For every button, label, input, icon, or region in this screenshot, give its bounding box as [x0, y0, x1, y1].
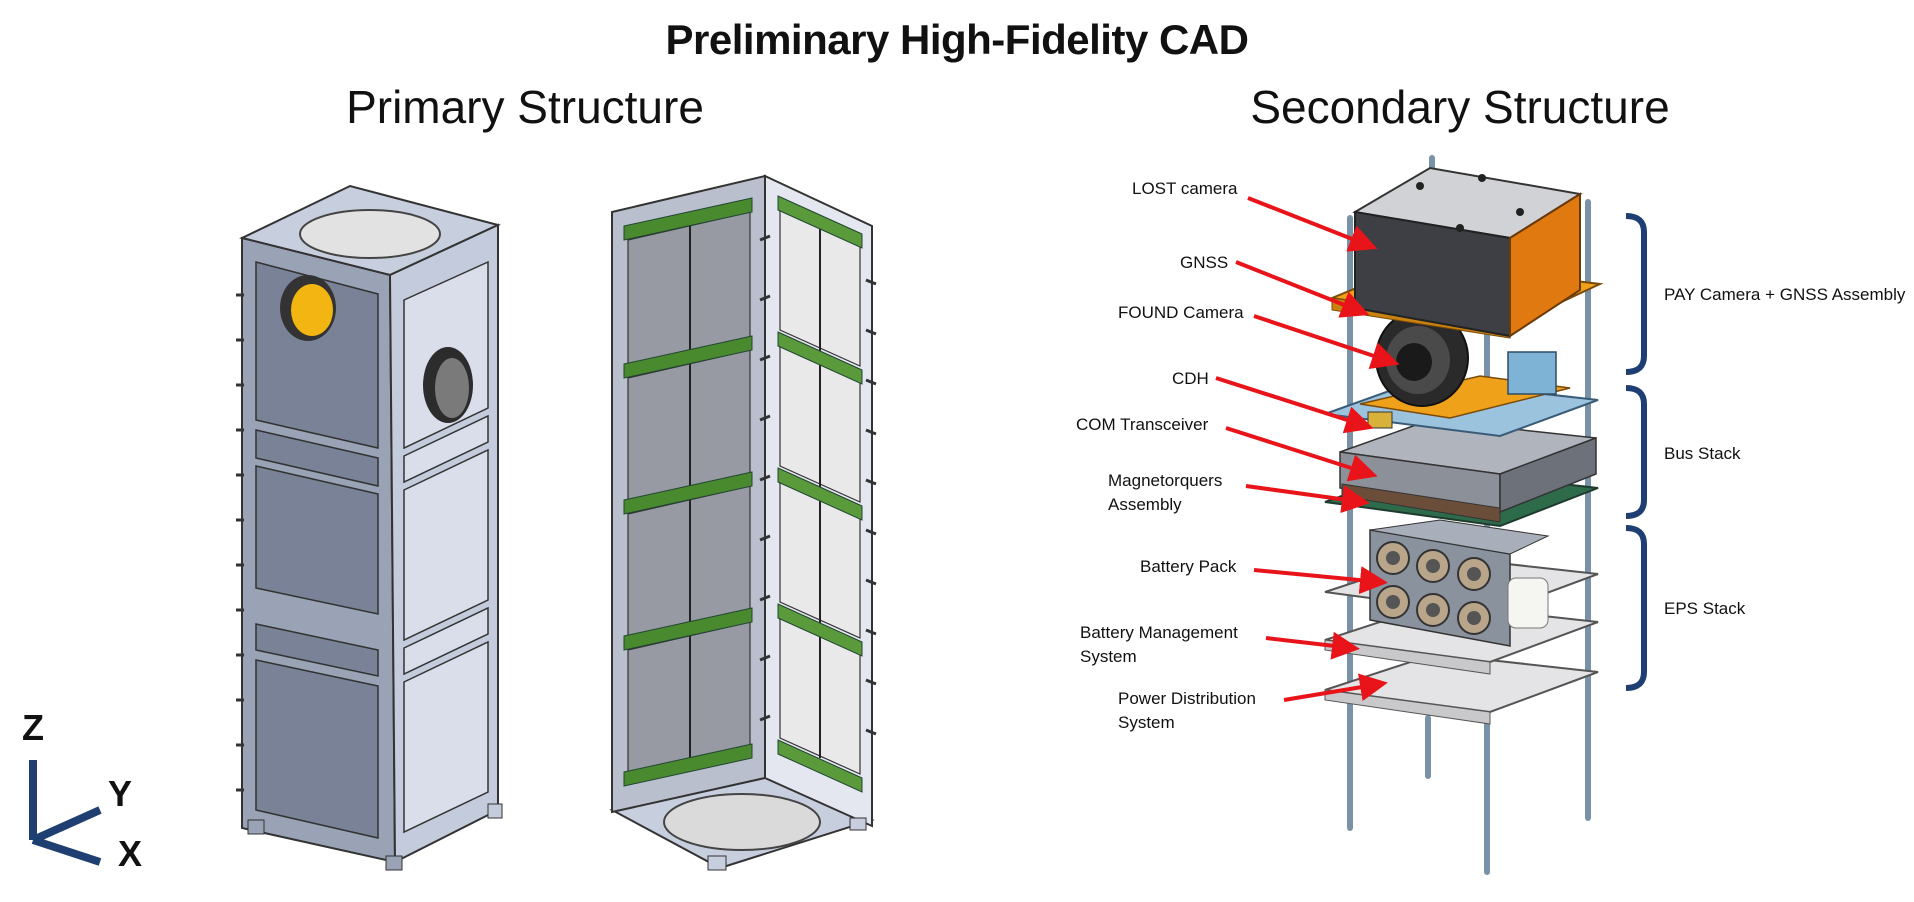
callout-arrows — [1215, 196, 1400, 702]
primary-structure-heading: Primary Structure — [346, 81, 704, 133]
axis-label-z: Z — [22, 707, 44, 748]
label-magnetorquers-line1: Magnetorquers — [1108, 471, 1222, 490]
secondary-structure-heading: Secondary Structure — [1250, 81, 1670, 133]
page-title: Preliminary High-Fidelity CAD — [665, 16, 1249, 63]
group-label-bus: Bus Stack — [1664, 444, 1741, 463]
cubesat-frame-open — [609, 174, 877, 871]
label-cdh: CDH — [1172, 369, 1209, 388]
label-gnss: GNSS — [1180, 253, 1228, 272]
axis-label-y: Y — [108, 773, 132, 814]
cubesat-frame-closed — [236, 184, 503, 871]
component-labels: LOST camera GNSS FOUND Camera CDH COM Tr… — [1076, 179, 1256, 732]
label-battery-pack: Battery Pack — [1140, 557, 1237, 576]
label-bms-line2: System — [1080, 647, 1137, 666]
label-pds-line1: Power Distribution — [1118, 689, 1256, 708]
group-labels: PAY Camera + GNSS Assembly Bus Stack EPS… — [1664, 285, 1906, 618]
label-bms-line1: Battery Management — [1080, 623, 1238, 642]
label-magnetorquers-line2: Assembly — [1108, 495, 1182, 514]
label-found-camera: FOUND Camera — [1118, 303, 1244, 322]
label-com-transceiver: COM Transceiver — [1076, 415, 1209, 434]
label-pds-line2: System — [1118, 713, 1175, 732]
label-lost-camera: LOST camera — [1132, 179, 1238, 198]
group-brackets — [1625, 213, 1647, 691]
axis-label-x: X — [118, 833, 142, 874]
group-label-pay: PAY Camera + GNSS Assembly — [1664, 285, 1906, 304]
coordinate-axes: Z Y X — [22, 707, 142, 874]
exploded-stack — [1324, 155, 1604, 875]
group-label-eps: EPS Stack — [1664, 599, 1746, 618]
